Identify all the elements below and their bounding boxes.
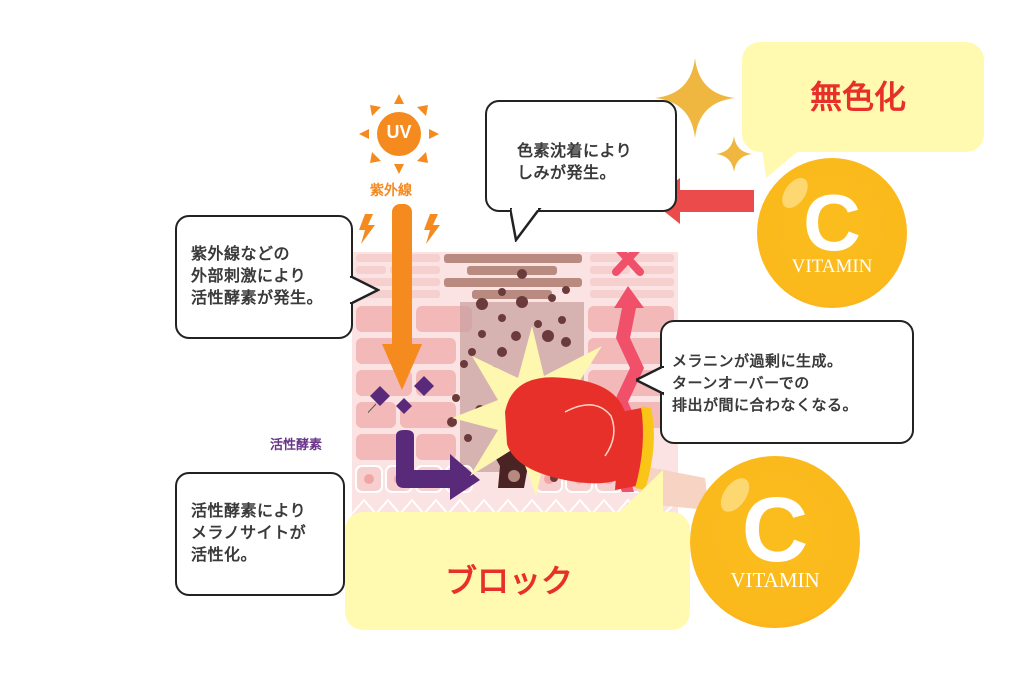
bubble-tail-icon [636,366,664,396]
melanocyte-bubble: 活性酵素により メラノサイトが 活性化。 [175,472,345,596]
uv-sun-icon: UV [357,92,441,176]
active-oxygen-label: 活性酵素 [270,438,323,453]
callout-tail-icon [615,470,663,516]
block-label: ブロック [445,562,574,600]
pigmentation-bubble: 色素沈着により しみが発生。 [485,100,677,212]
lightning-icon [357,214,377,248]
decolorize-label: 無色化 [810,78,907,116]
sparkle-icon [716,136,752,176]
vitamin-letter: C [803,178,861,267]
decolorize-box: 無色化 [742,42,984,152]
melanin-excess-bubble: メラニンが過剰に生成。 ターンオーバーでの 排出が間に合わなくなる。 [660,320,914,444]
callout-tail-icon [762,148,802,178]
block-box: ブロック [345,512,690,630]
purple-arrow-icon [392,430,482,504]
uv-stimulus-bubble: 紫外線などの 外部刺激により 活性酵素が発生。 [175,215,353,339]
bubble-tail-icon [510,208,542,242]
bubble-tail-icon [350,276,380,304]
vitamin-letter: C [741,479,809,581]
vitamin-text: VITAMIN [791,256,873,277]
lightning-icon [422,214,442,248]
vitamin-text: VITAMIN [730,568,820,592]
active-oxygen-icon [347,374,438,435]
vitamin-c-badge: C VITAMIN [690,456,860,628]
uv-arrow-icon [382,204,422,394]
boxing-glove-icon [495,372,715,516]
uv-caption: 紫外線 [370,183,412,199]
sparkle-icon [655,58,735,142]
vitamin-c-badge: C VITAMIN [757,158,907,308]
uv-label: UV [386,122,412,142]
